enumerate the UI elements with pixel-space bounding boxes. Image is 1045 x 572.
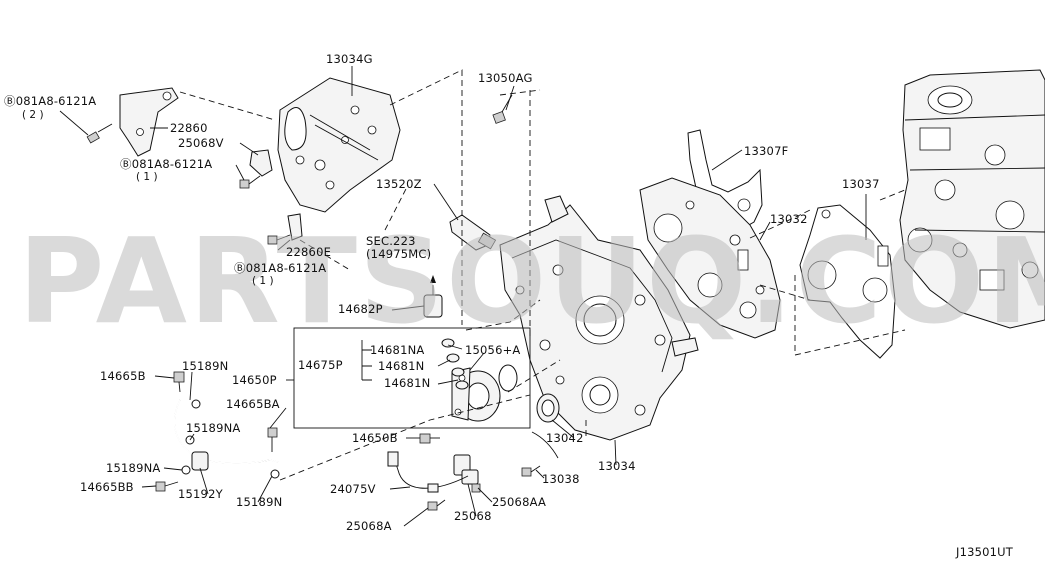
assembly-lines	[179, 69, 906, 481]
label-081a8-6121a-2: Ⓑ081A8-6121A	[4, 94, 96, 108]
leader-lines	[59, 66, 867, 527]
label-14681na: 14681NA	[370, 343, 424, 357]
bracket-13034g	[277, 77, 401, 213]
label-13037: 13037	[842, 177, 880, 191]
label-25068a: 25068A	[346, 519, 392, 533]
label-15192y: 15192Y	[178, 487, 224, 501]
label-14650b: 14650B	[352, 431, 398, 445]
label-15189n-bot: 15189N	[236, 495, 282, 509]
diagram-code: J13501UT	[955, 545, 1014, 559]
gasket-13037	[799, 204, 896, 359]
label-13307f: 13307F	[744, 144, 788, 158]
bolt-081a8-middle	[239, 175, 261, 189]
sensor-25068	[387, 451, 481, 511]
o-ring-15056a	[498, 364, 518, 392]
group-box-14650p	[293, 327, 531, 429]
label-25068aa: 25068AA	[492, 495, 546, 509]
label-14665b: 14665B	[100, 369, 146, 383]
timing-cover-13034	[499, 195, 699, 441]
watermark: PARTSOUQ.COM	[18, 212, 1045, 350]
label-24075v: 24075V	[330, 482, 376, 496]
label-14681n-1: 14681N	[378, 359, 424, 373]
label-25068v: 25068V	[178, 136, 224, 150]
label-081a8-6121a-1b: Ⓑ081A8-6121A	[234, 261, 326, 275]
label-14650p: 14650P	[232, 373, 277, 387]
label-15189na-2: 15189NA	[106, 461, 160, 475]
label-13034: 13034	[598, 459, 636, 473]
label-15189n-top: 15189N	[182, 359, 228, 373]
bolt-14665bb	[155, 481, 179, 492]
rear-plate-13032	[639, 177, 781, 339]
bracket-14675p	[361, 340, 372, 381]
bolt-081a8-upper	[86, 123, 113, 144]
label-15189na-1: 15189NA	[186, 421, 240, 435]
bolt-14650b	[419, 433, 440, 444]
label-15056a: 15056+A	[465, 343, 521, 357]
label-14665bb: 14665BB	[80, 480, 134, 494]
bracket-22860e	[267, 213, 303, 245]
label-22860e: 22860E	[286, 245, 331, 259]
bolt-14665ba	[267, 427, 278, 452]
label-14681n-2: 14681N	[384, 376, 430, 390]
part-labels: 13034G 13050AG Ⓑ081A8-6121A ( 2 ) 22860 …	[4, 52, 1014, 559]
label-13032: 13032	[770, 212, 808, 226]
bracket-25068v	[249, 149, 273, 177]
label-13520z: 13520Z	[376, 177, 422, 191]
label-081a8-qty-1b: ( 1 )	[252, 275, 274, 287]
label-22860: 22860	[170, 121, 208, 135]
engine-block	[899, 69, 1045, 329]
o-rings-14681	[441, 338, 469, 390]
label-081a8-6121a-1a: Ⓑ081A8-6121A	[120, 157, 212, 171]
label-14682p: 14682P	[338, 302, 383, 316]
label-081a8-qty-1a: ( 1 )	[136, 171, 158, 183]
oil-pipe-15192y	[173, 399, 280, 479]
sensor-13520z	[449, 214, 497, 251]
label-14675p: 14675P	[298, 358, 343, 372]
label-14665ba: 14665BA	[226, 397, 280, 411]
label-081a8-qty-2: ( 2 )	[22, 109, 44, 121]
bolt-14665b	[173, 371, 185, 393]
label-13034g: 13034G	[326, 52, 373, 66]
label-13050ag: 13050AG	[478, 71, 533, 85]
label-14975mc: (14975MC)	[366, 247, 431, 261]
label-25068: 25068	[454, 509, 492, 523]
label-13042: 13042	[546, 431, 584, 445]
bracket-22860	[119, 87, 179, 157]
oil-seal-13042	[536, 393, 560, 423]
gasket-13038	[521, 431, 559, 477]
label-13038: 13038	[542, 472, 580, 486]
label-sec-223: SEC.223	[366, 234, 416, 248]
